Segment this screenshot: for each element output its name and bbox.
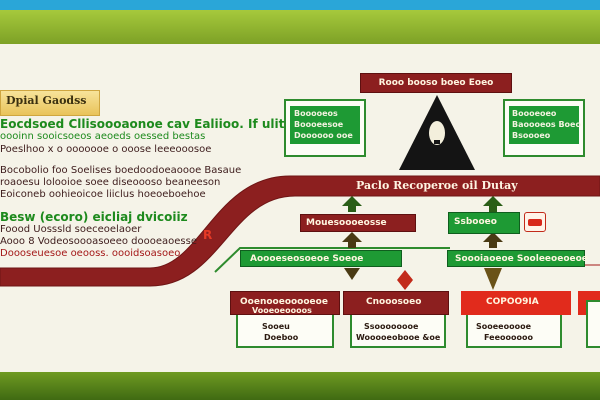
header-tag-box — [0, 90, 100, 116]
left-square-line-3: Doooooo ooe — [294, 131, 353, 140]
red-diamond — [397, 270, 413, 290]
left-text-line-6: Eoiconeb oohieoicoe liiclus hoeoeboehoe — [0, 189, 206, 200]
left-text-line-4: Bocobolio foo Soelises boedoodoeaoooe Ba… — [0, 165, 242, 176]
left-square-line-2: Boooeesoe — [294, 120, 344, 129]
bottom-card-1-title: Ooenooeooooeoe — [240, 297, 328, 307]
swoosh-marker: R — [203, 228, 213, 242]
arrow-updown-left — [342, 232, 362, 248]
pyramid-eye-icon — [429, 121, 445, 145]
left-text-line-9: Doooseuesoe oeooss. oooidsoasoeo — [0, 248, 181, 259]
mid-left-box-label: Mouesoooeosse — [306, 218, 387, 228]
arrow-updown-right — [483, 232, 503, 248]
green-bar-right-label: Soooiaoeoe Sooleeoeoeoe — [455, 254, 588, 264]
bottom-card-3-header — [461, 291, 571, 315]
left-text-line-2: oooinn sooicsoeos aeoeds oessed bestas — [0, 131, 206, 142]
left-text-line-8: Aooo 8 Vodeosoooasoeeo doooeaoesse — [0, 236, 197, 247]
bottom-card-3-title: COPOO9IA — [486, 297, 539, 307]
left-text-line-5: roaoesu lolooioe soee diseoooso beaneeso… — [0, 177, 221, 188]
right-square-line-3: Bsoooeo — [512, 131, 551, 140]
bottom-green-band — [0, 372, 600, 400]
mid-right-box-label: Ssbooeo — [454, 217, 497, 227]
header-tag-label: Dpial Gaodss — [6, 94, 87, 107]
top-green-band — [0, 10, 600, 44]
left-text-line-1: Eocdsoed Cllisoooaonoe cav Ealiioo. If u… — [0, 117, 291, 131]
arrow-down-right — [484, 268, 502, 290]
main-swoosh-path — [0, 175, 600, 287]
right-square-fill — [509, 106, 579, 144]
bottom-card-2-line-1: Ssoooooooe — [364, 322, 419, 331]
right-square-line-1: Boooeoeo — [512, 109, 557, 118]
arrow-up-right — [483, 196, 503, 212]
right-square-line-2: Baoooeos Boeo — [512, 120, 581, 129]
bottom-card-2-title: Cnooosoeo — [366, 297, 422, 307]
green-bar-left-label: Aoooeseosoeoe Soeoe — [250, 254, 364, 264]
left-square-fill — [290, 106, 360, 144]
arrow-up-left — [342, 196, 362, 212]
bottom-card-1-line-2: Sooeu — [262, 322, 290, 331]
mid-right-box — [448, 212, 520, 234]
green-outline-path — [214, 247, 450, 273]
top-label-box — [360, 73, 512, 93]
banner-title: Paclo Recoperoe oil Dutay — [356, 179, 518, 192]
left-heading-3: Besw (ecoro) eicliaj dvicoiiz — [0, 210, 188, 224]
left-text-line-7: Foood Uosssld soeceoelaoer — [0, 224, 142, 235]
bottom-card-2-header — [343, 291, 449, 315]
green-bar-left — [240, 250, 402, 267]
green-bar-right — [447, 250, 585, 267]
top-label-text: Rooo booso boeo Eoeo — [378, 78, 494, 88]
bottom-card-1-line-3: Doeboo — [264, 333, 299, 342]
mid-left-box — [300, 214, 416, 232]
arrow-down-left — [344, 268, 360, 280]
top-blue-strip — [0, 0, 600, 10]
left-text-line-3: Poeslhoo x o ooooooe o ooose leeeooosoe — [0, 144, 212, 155]
bottom-card-1-line-1: Vooeoeoooos — [252, 306, 312, 315]
bottom-card-4-frame — [586, 300, 600, 348]
bottom-card-1-header — [230, 291, 340, 315]
bottom-card-2-line-2: Wooooeobooe &oe — [356, 333, 441, 342]
bottom-card-3-line-1: Sooeeooooe — [476, 322, 532, 331]
badge-icon — [524, 212, 546, 232]
bottom-card-3-line-2: Feeoooooo — [484, 333, 533, 342]
left-square-line-1: Booooeos — [294, 109, 338, 118]
